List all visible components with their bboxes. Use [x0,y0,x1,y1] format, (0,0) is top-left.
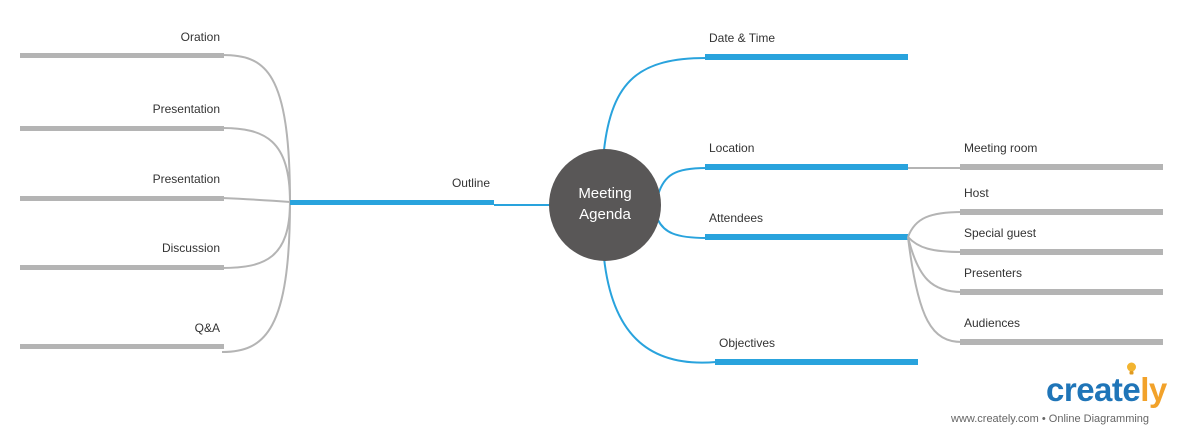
center-title-line-1: Meeting [578,185,632,202]
label-presenters: Presenters [964,266,1023,280]
right-connectors [603,57,717,364]
bar-meeting-room [960,164,1163,170]
connector-presenters [907,236,963,293]
creately-logo: creately [1046,372,1167,408]
center-title-line-2: Agenda [579,206,631,223]
label-outline: Outline [451,176,490,190]
bar-oration [20,53,224,58]
bar-audiences [960,339,1163,345]
label-audiences: Audiences [964,316,1021,330]
lightbulb-icon [1127,362,1136,375]
connector-presentation-2 [221,197,291,203]
connector-oration [221,54,291,203]
bar-presentation-2 [20,196,224,201]
connector-discussion [221,201,291,269]
bar-location [705,164,908,170]
branding-tagline: www.creately.com • Online Diagramming [951,413,1150,425]
left-leaf-bars [20,53,224,349]
connector-host [907,211,963,238]
bar-discussion [20,265,224,270]
bar-host [960,209,1163,215]
connector-objectives [603,257,717,364]
logo-text-accent: e [1122,371,1141,408]
label-host: Host [964,186,989,200]
label-location: Location [709,141,755,155]
label-objectives: Objectives [719,336,776,350]
logo-text-end: ly [1140,371,1167,408]
label-discussion: Discussion [161,241,220,255]
label-presentation-2: Presentation [152,172,220,186]
bar-outline [290,200,494,205]
connector-date-time [603,57,707,151]
connector-attendees [657,219,707,239]
bar-presenters [960,289,1163,295]
left-connectors [221,54,291,353]
label-attendees: Attendees [709,211,764,225]
attendee-connectors [907,211,963,343]
bar-objectives [715,359,918,365]
connector-presentation-1 [221,127,291,203]
logo-text-main: creat [1046,371,1123,408]
bar-attendees [705,234,908,240]
bar-date-time [705,54,908,60]
connector-location [657,167,707,196]
connector-qa [221,201,291,353]
right-leaf-bars [960,164,1163,345]
center-node [549,149,661,261]
bar-presentation-1 [20,126,224,131]
label-qa: Q&A [194,321,220,335]
center-node-label: Meeting Agenda [550,183,660,225]
bar-qa [20,344,224,349]
label-meeting-room: Meeting room [964,141,1038,155]
label-special-guest: Special guest [964,226,1037,240]
connector-audiences [907,236,963,343]
bar-special-guest [960,249,1163,255]
label-presentation-1: Presentation [152,102,220,116]
label-date-time: Date & Time [709,31,776,45]
label-oration: Oration [180,30,220,44]
connector-special-guest [907,236,963,253]
right-branch-bars [705,54,918,365]
